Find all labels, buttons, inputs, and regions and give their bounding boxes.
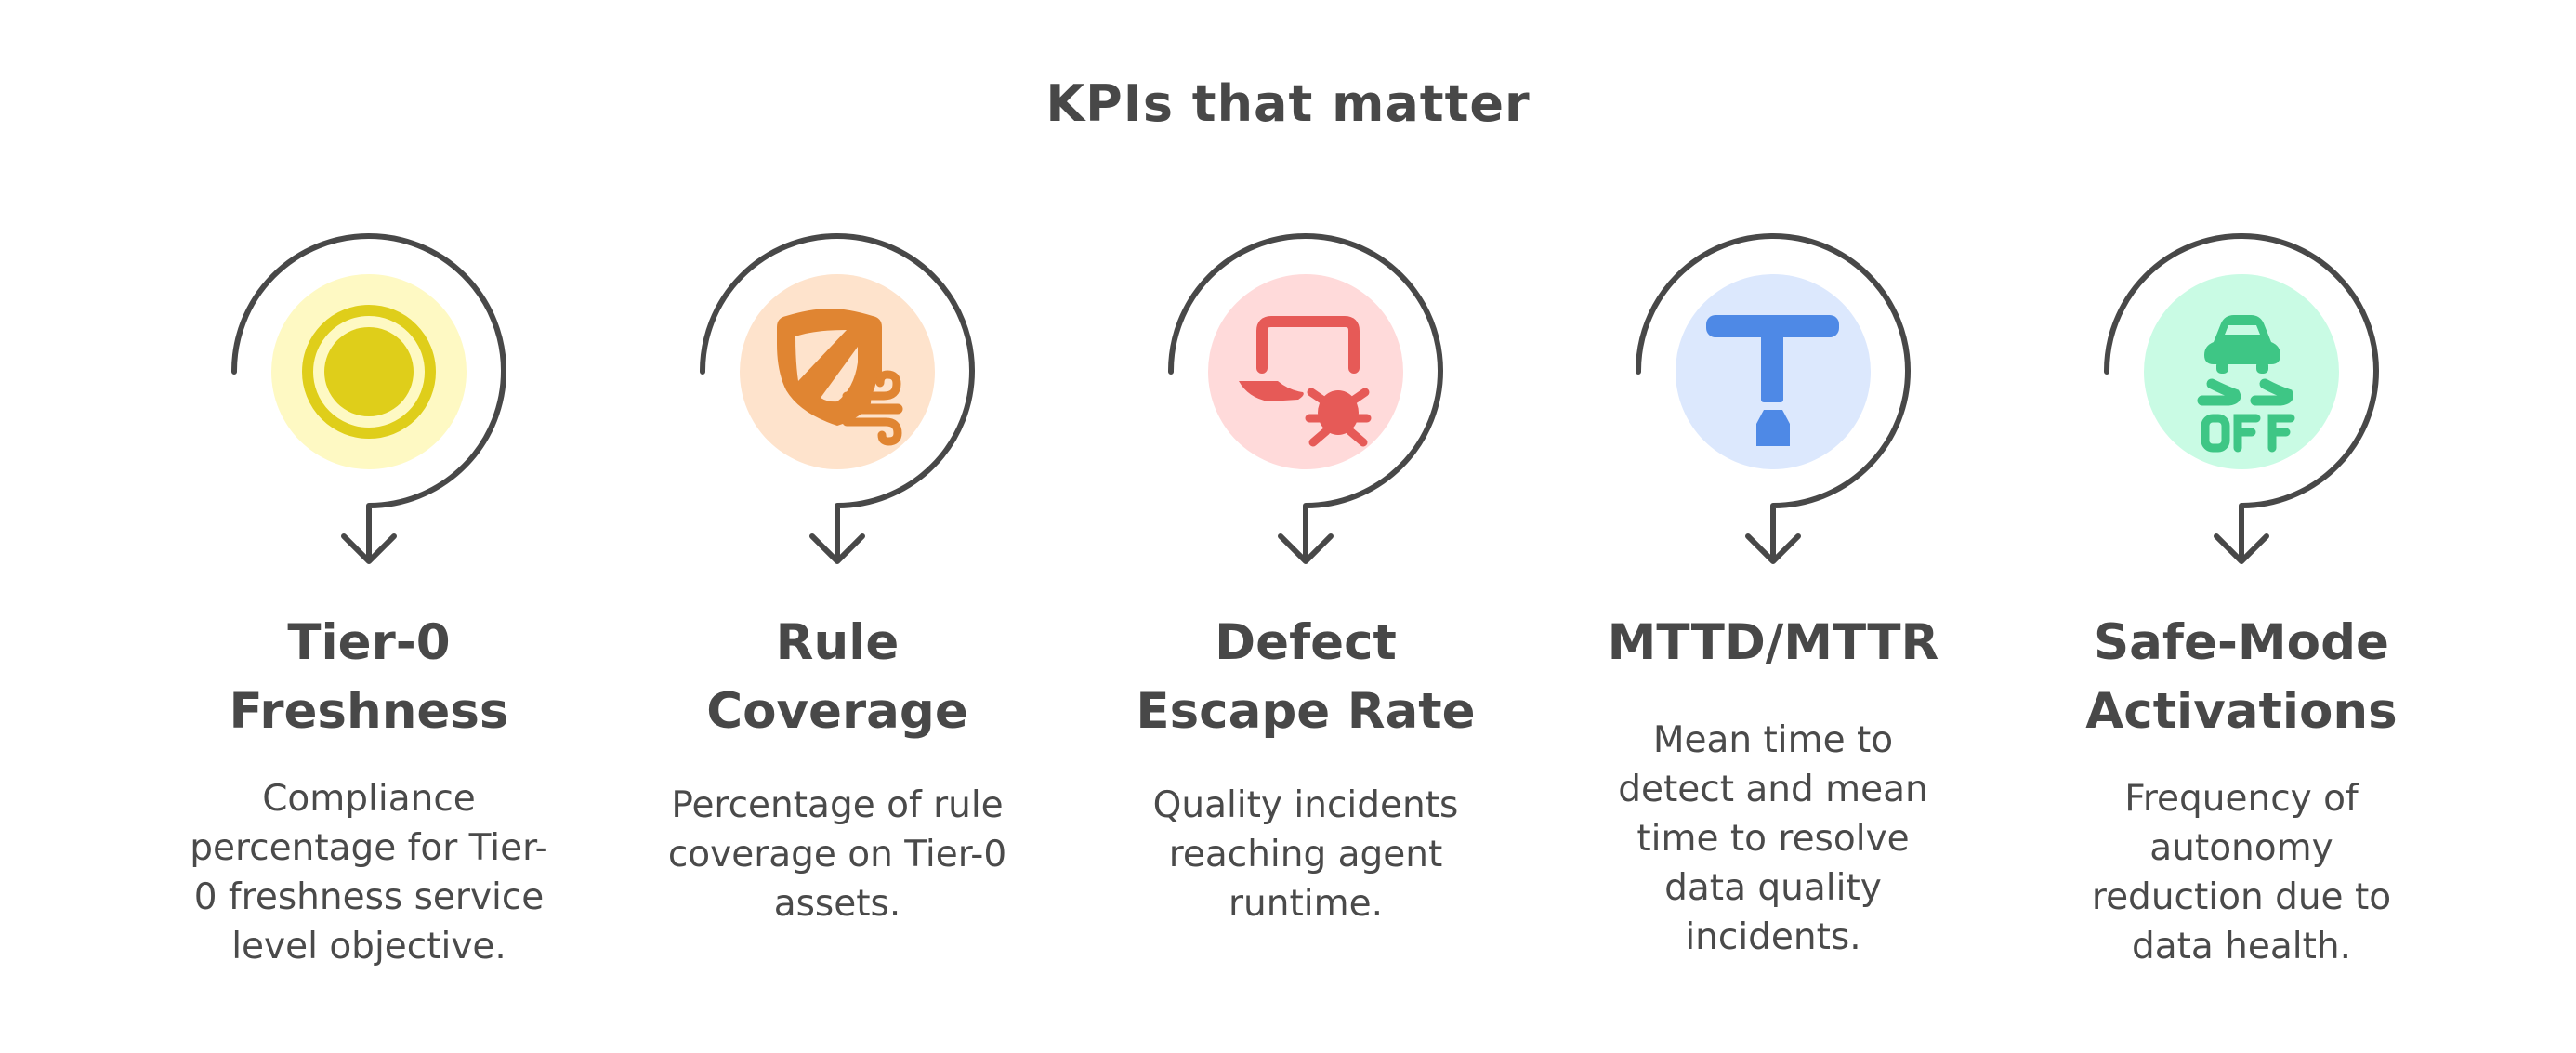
kpi-heading: MTTD/MTTR xyxy=(1550,609,1996,678)
circular-arrow-graphic xyxy=(1167,233,1443,564)
heading-line: Activations xyxy=(2085,683,2398,740)
target-circle-icon xyxy=(271,274,467,469)
description-line: Frequency of xyxy=(2124,778,2359,820)
t-wrench-icon xyxy=(1676,274,1871,469)
heading-line: Coverage xyxy=(706,683,968,740)
description-line: data quality xyxy=(1664,867,1882,909)
circular-arrow-graphic xyxy=(2103,233,2379,564)
kpi-description: Mean time to detect and mean time to res… xyxy=(1559,716,1987,962)
circular-arrow-graphic xyxy=(1635,233,1911,564)
heading-line: Freshness xyxy=(229,683,509,740)
description-line: percentage for Tier- xyxy=(190,827,548,869)
description-line: level objective. xyxy=(231,926,506,967)
kpi-heading: Tier-0 Freshness xyxy=(146,609,592,746)
description-line: detect and mean xyxy=(1618,769,1928,810)
description-line: assets. xyxy=(773,883,901,925)
description-line: Compliance xyxy=(262,778,476,820)
kpi-description: Compliance percentage for Tier- 0 freshn… xyxy=(155,774,583,971)
heading-line: MTTD/MTTR xyxy=(1607,614,1939,671)
circular-arrow-graphic xyxy=(230,233,506,564)
diagram-title: KPIs that matter xyxy=(1045,74,1531,133)
description-line: Mean time to xyxy=(1652,719,1894,761)
kpi-description: Frequency of autonomy reduction due to d… xyxy=(2028,774,2455,971)
heading-line: Rule xyxy=(775,614,900,671)
kpi-heading: Rule Coverage xyxy=(614,609,1060,746)
description-line: reduction due to xyxy=(2091,876,2392,918)
traction-control-off-icon xyxy=(2144,274,2339,469)
heading-line: Defect xyxy=(1215,614,1397,671)
heading-line: Tier-0 xyxy=(287,614,451,671)
shield-wind-icon xyxy=(740,274,935,469)
description-line: incidents. xyxy=(1685,916,1861,958)
description-line: Percentage of rule xyxy=(671,784,1004,826)
description-line: 0 freshness service xyxy=(193,876,545,918)
circular-arrow-graphic xyxy=(699,233,975,564)
description-line: time to resolve xyxy=(1636,818,1910,860)
description-line: data health. xyxy=(2131,926,2352,967)
description-line: Quality incidents xyxy=(1152,784,1459,826)
description-line: coverage on Tier-0 xyxy=(667,834,1007,875)
heading-line: Safe-Mode xyxy=(2094,614,2389,671)
kpi-description: Percentage of rule coverage on Tier-0 as… xyxy=(624,781,1051,928)
description-line: runtime. xyxy=(1229,883,1383,925)
kpi-heading: Safe-Mode Activations xyxy=(2018,609,2464,746)
description-line: autonomy xyxy=(2149,827,2333,869)
heading-line: Escape Rate xyxy=(1136,683,1476,740)
laptop-bug-icon xyxy=(1208,274,1403,469)
kpi-description: Quality incidents reaching agent runtime… xyxy=(1092,781,1519,928)
kpi-heading: Defect Escape Rate xyxy=(1083,609,1529,746)
description-line: reaching agent xyxy=(1168,834,1443,875)
